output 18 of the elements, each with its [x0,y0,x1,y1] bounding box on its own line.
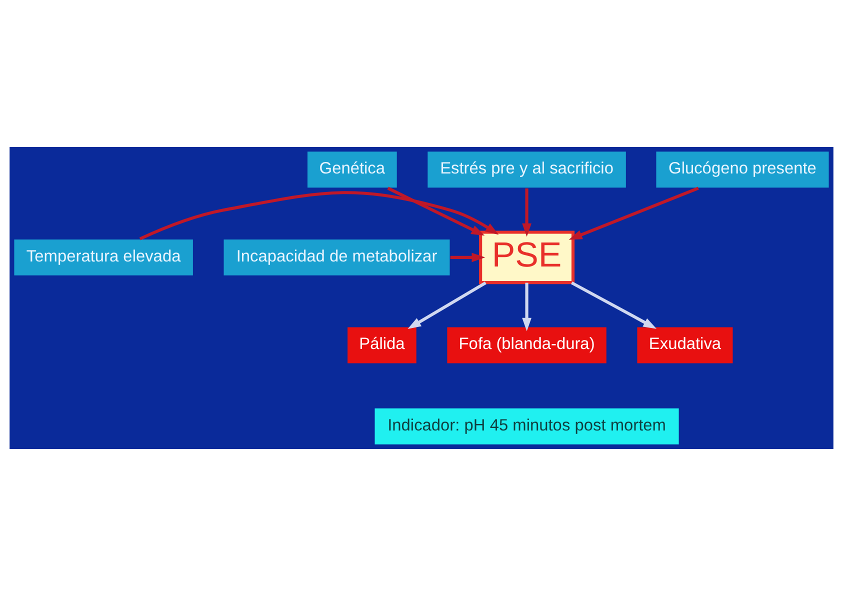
node-box: Estrés pre y al sacrificio [426,150,626,188]
arrow [522,282,531,331]
arrow [386,186,484,236]
node-box: Indicador: pH 45 minutos post mortem [373,406,680,445]
node-box: Genética [306,150,398,188]
node-box: Pálida [346,326,417,364]
node-box: Fofa (blanda-dura) [446,326,607,364]
arrow [570,280,656,328]
node-box: Glucógeno presente [654,150,830,188]
arrow [450,252,485,262]
arrow [407,280,486,328]
arrow [568,186,698,240]
node-box: Exudativa [636,326,734,364]
node-box: Incapacidad de metabolizar [222,238,450,276]
arrow [138,190,498,240]
arrow [522,188,531,236]
node-box: Temperatura elevada [12,238,194,276]
node-box: PSE [478,230,574,284]
